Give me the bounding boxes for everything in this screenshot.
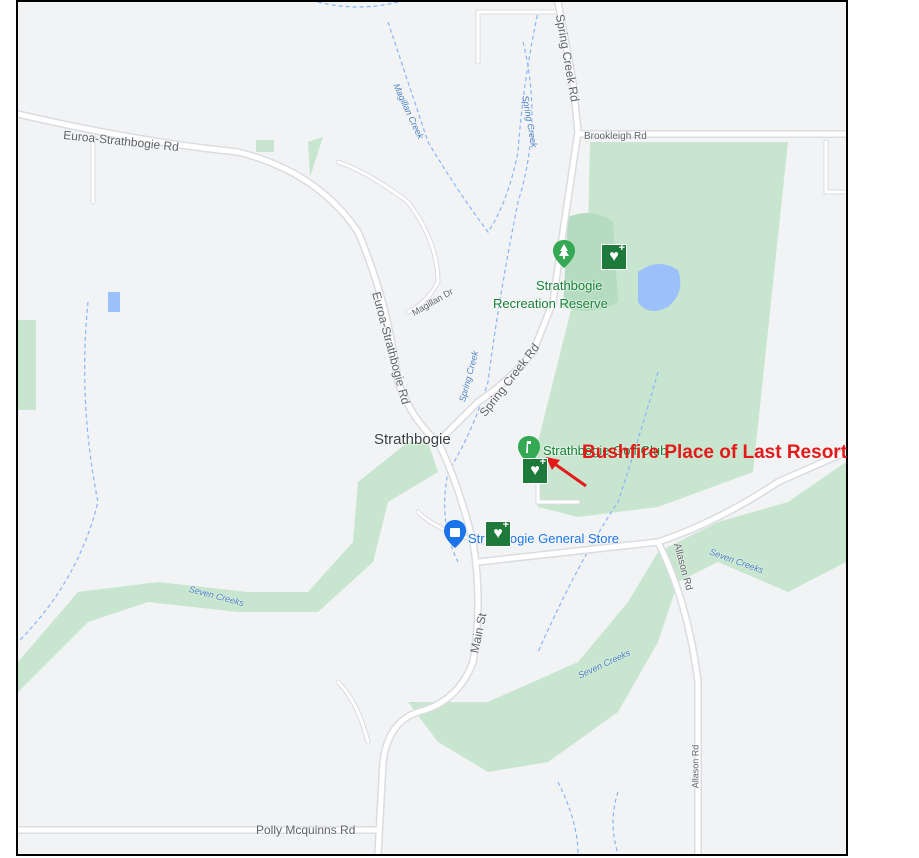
store-road-fill bbox=[475, 449, 846, 565]
reserve-lake bbox=[638, 263, 681, 311]
allason-rd-fill bbox=[655, 539, 701, 854]
shopping-pin-icon[interactable] bbox=[444, 520, 466, 548]
north-creek-line bbox=[317, 2, 399, 8]
minor-road-west-fill bbox=[336, 680, 370, 744]
west-creek-line bbox=[18, 301, 99, 643]
magillan-creek-line bbox=[387, 11, 539, 234]
town-label[interactable]: Strathbogie bbox=[374, 431, 451, 448]
golf-club-label[interactable]: Strathbogie Golf Club bbox=[543, 443, 668, 458]
park-pin-icon[interactable] bbox=[553, 240, 575, 268]
north-park-rect bbox=[256, 140, 274, 152]
minor-road-west bbox=[335, 679, 371, 745]
road-label-brookleigh: Brookleigh Rd bbox=[584, 131, 647, 142]
spring-creek-rd-fill bbox=[435, 2, 581, 445]
north-park-strip bbox=[308, 137, 323, 177]
map-canvas[interactable] bbox=[18, 2, 846, 854]
minor-road-east bbox=[823, 139, 846, 195]
aed-defibrillator-icon[interactable]: ♥+ bbox=[522, 456, 548, 484]
golf-pin-icon[interactable] bbox=[518, 436, 540, 464]
recreation-reserve-park bbox=[563, 213, 618, 311]
south-creek-line bbox=[557, 781, 579, 854]
shopping-bag-icon bbox=[450, 528, 460, 537]
aed-defibrillator-icon[interactable]: ♥+ bbox=[485, 519, 511, 547]
euroa-strathbogie-rd-fill bbox=[18, 111, 481, 854]
minor-road-north-fill bbox=[476, 10, 560, 64]
magillan-dr-road bbox=[335, 159, 441, 315]
minor-road-east-fill bbox=[824, 140, 846, 194]
spring-creek-line bbox=[444, 41, 533, 563]
pond bbox=[108, 292, 120, 312]
aed-defibrillator-icon[interactable]: ♥+ bbox=[601, 242, 627, 270]
bushfire-annotation: Bushfire Place of Last Resort bbox=[582, 442, 848, 463]
magillan-dr-road-fill bbox=[336, 160, 440, 314]
minor-road-north bbox=[475, 9, 561, 65]
west-park-strip bbox=[18, 320, 36, 410]
golfer-icon bbox=[526, 441, 531, 453]
reserve-label-line1[interactable]: Strathbogie bbox=[536, 278, 603, 293]
reserve-label-line2[interactable]: Recreation Reserve bbox=[493, 296, 608, 311]
annotation-arrow-head bbox=[546, 457, 560, 470]
annotation-arrow-shaft bbox=[551, 460, 587, 488]
east-creek-line bbox=[537, 371, 659, 653]
seven-creeks-corridor-west bbox=[18, 442, 438, 692]
map-frame[interactable]: Euroa-Strathbogie Rd Euroa-Strathbogie R… bbox=[16, 0, 848, 856]
tree-icon bbox=[559, 244, 569, 259]
south-creek-line-2 bbox=[612, 791, 619, 854]
road-label-polly: Polly Mcquinns Rd bbox=[256, 823, 356, 837]
seven-creeks-corridor-east bbox=[408, 462, 846, 772]
road-label-allason-south: Allason Rd bbox=[690, 744, 701, 789]
